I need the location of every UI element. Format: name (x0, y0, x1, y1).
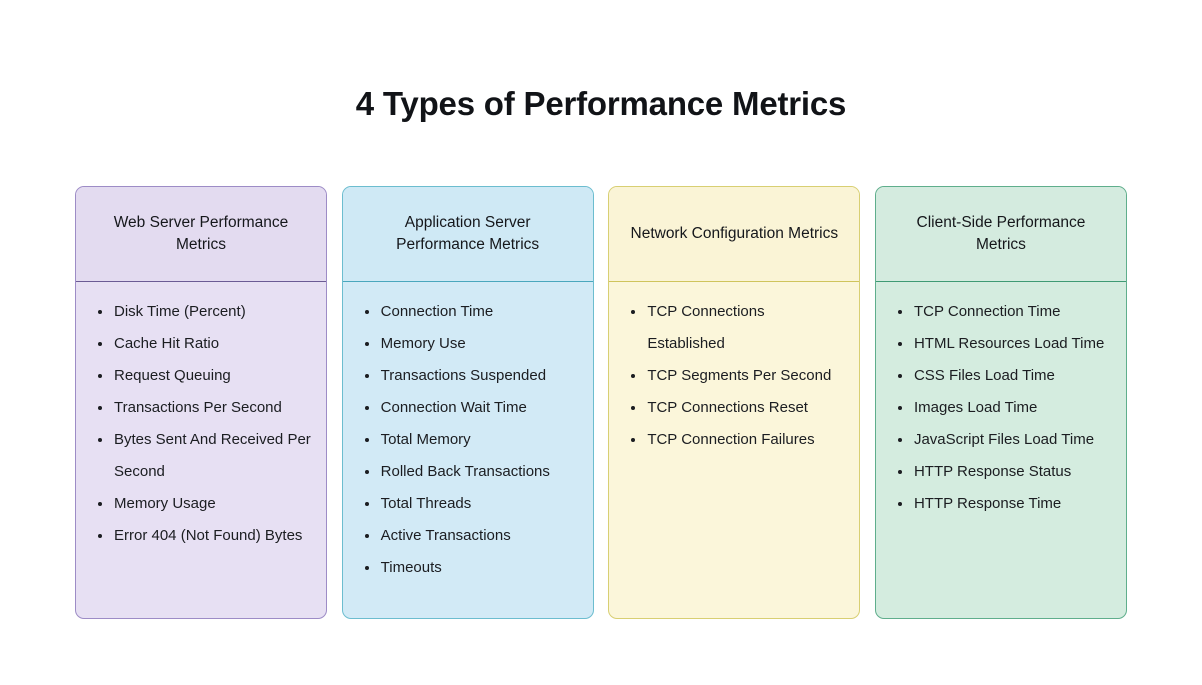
list-item: Memory Use (364, 328, 579, 360)
card-header: Application Server Performance Metrics (342, 187, 593, 282)
list-item: HTTP Response Time (897, 488, 1112, 520)
list-item: CSS Files Load Time (897, 360, 1112, 392)
card-header: Network Configuration Metrics (609, 187, 860, 282)
card-title: Client-Side Performance Metrics (916, 214, 1086, 253)
metric-card-application-server-performance-metrics: Application Server Performance Metrics C… (341, 186, 594, 619)
list-item: Connection Wait Time (364, 392, 579, 424)
list-item: TCP Connection Time (897, 296, 1112, 328)
card-title: Application Server Performance Metrics (396, 214, 540, 253)
card-header: Client-Side Performance Metrics (875, 187, 1126, 282)
metric-card-client-side-performance-metrics: Client-Side Performance Metrics TCP Conn… (874, 186, 1127, 619)
list-item: HTTP Response Status (897, 456, 1112, 488)
metric-list: Disk Time (Percent) Cache Hit Ratio Requ… (90, 296, 312, 552)
metric-list: Connection Time Memory Use Transactions … (357, 296, 579, 584)
metric-card-network-configuration-metrics: Network Configuration Metrics TCP Connec… (608, 186, 861, 619)
list-item: HTML Resources Load Time (897, 328, 1112, 360)
card-title: Web Server Performance Metrics (113, 214, 289, 253)
list-item: Connection Time (364, 296, 579, 328)
list-item: Transactions Suspended (364, 360, 579, 392)
list-item: Total Memory (364, 424, 579, 456)
metric-list: TCP Connection Time HTML Resources Load … (890, 296, 1112, 520)
card-header: Web Server Performance Metrics (76, 187, 326, 282)
metric-card-web-server-performance-metrics: Web Server Performance Metrics Disk Time… (75, 186, 327, 619)
metric-list: TCP Connections Established TCP Segments… (623, 296, 845, 456)
list-item: Active Transactions (364, 520, 579, 552)
list-item: Transactions Per Second (98, 392, 312, 424)
list-item: Error 404 (Not Found) Bytes (98, 520, 312, 552)
list-item: TCP Segments Per Second (631, 360, 845, 392)
list-item: Total Threads (364, 488, 579, 520)
list-item: Bytes Sent And Received Per Second (98, 424, 312, 488)
list-item: Timeouts (364, 552, 579, 584)
list-item: TCP Connections Reset (631, 392, 845, 424)
list-item: Request Queuing (98, 360, 312, 392)
list-item: Memory Usage (98, 488, 312, 520)
list-item: JavaScript Files Load Time (897, 424, 1112, 456)
list-item: Cache Hit Ratio (98, 328, 312, 360)
card-body: Connection Time Memory Use Transactions … (343, 282, 593, 618)
card-body: TCP Connections Established TCP Segments… (609, 282, 859, 618)
card-body: TCP Connection Time HTML Resources Load … (876, 282, 1126, 618)
list-item: Rolled Back Transactions (364, 456, 579, 488)
list-item: Disk Time (Percent) (98, 296, 312, 328)
metric-card-row: Web Server Performance Metrics Disk Time… (75, 186, 1127, 619)
card-title: Network Configuration Metrics (630, 225, 839, 242)
page-title: 4 Types of Performance Metrics (355, 85, 847, 122)
card-body: Disk Time (Percent) Cache Hit Ratio Requ… (76, 282, 326, 618)
list-item: Images Load Time (897, 392, 1112, 424)
list-item: TCP Connections Established (631, 296, 845, 360)
list-item: TCP Connection Failures (631, 424, 845, 456)
